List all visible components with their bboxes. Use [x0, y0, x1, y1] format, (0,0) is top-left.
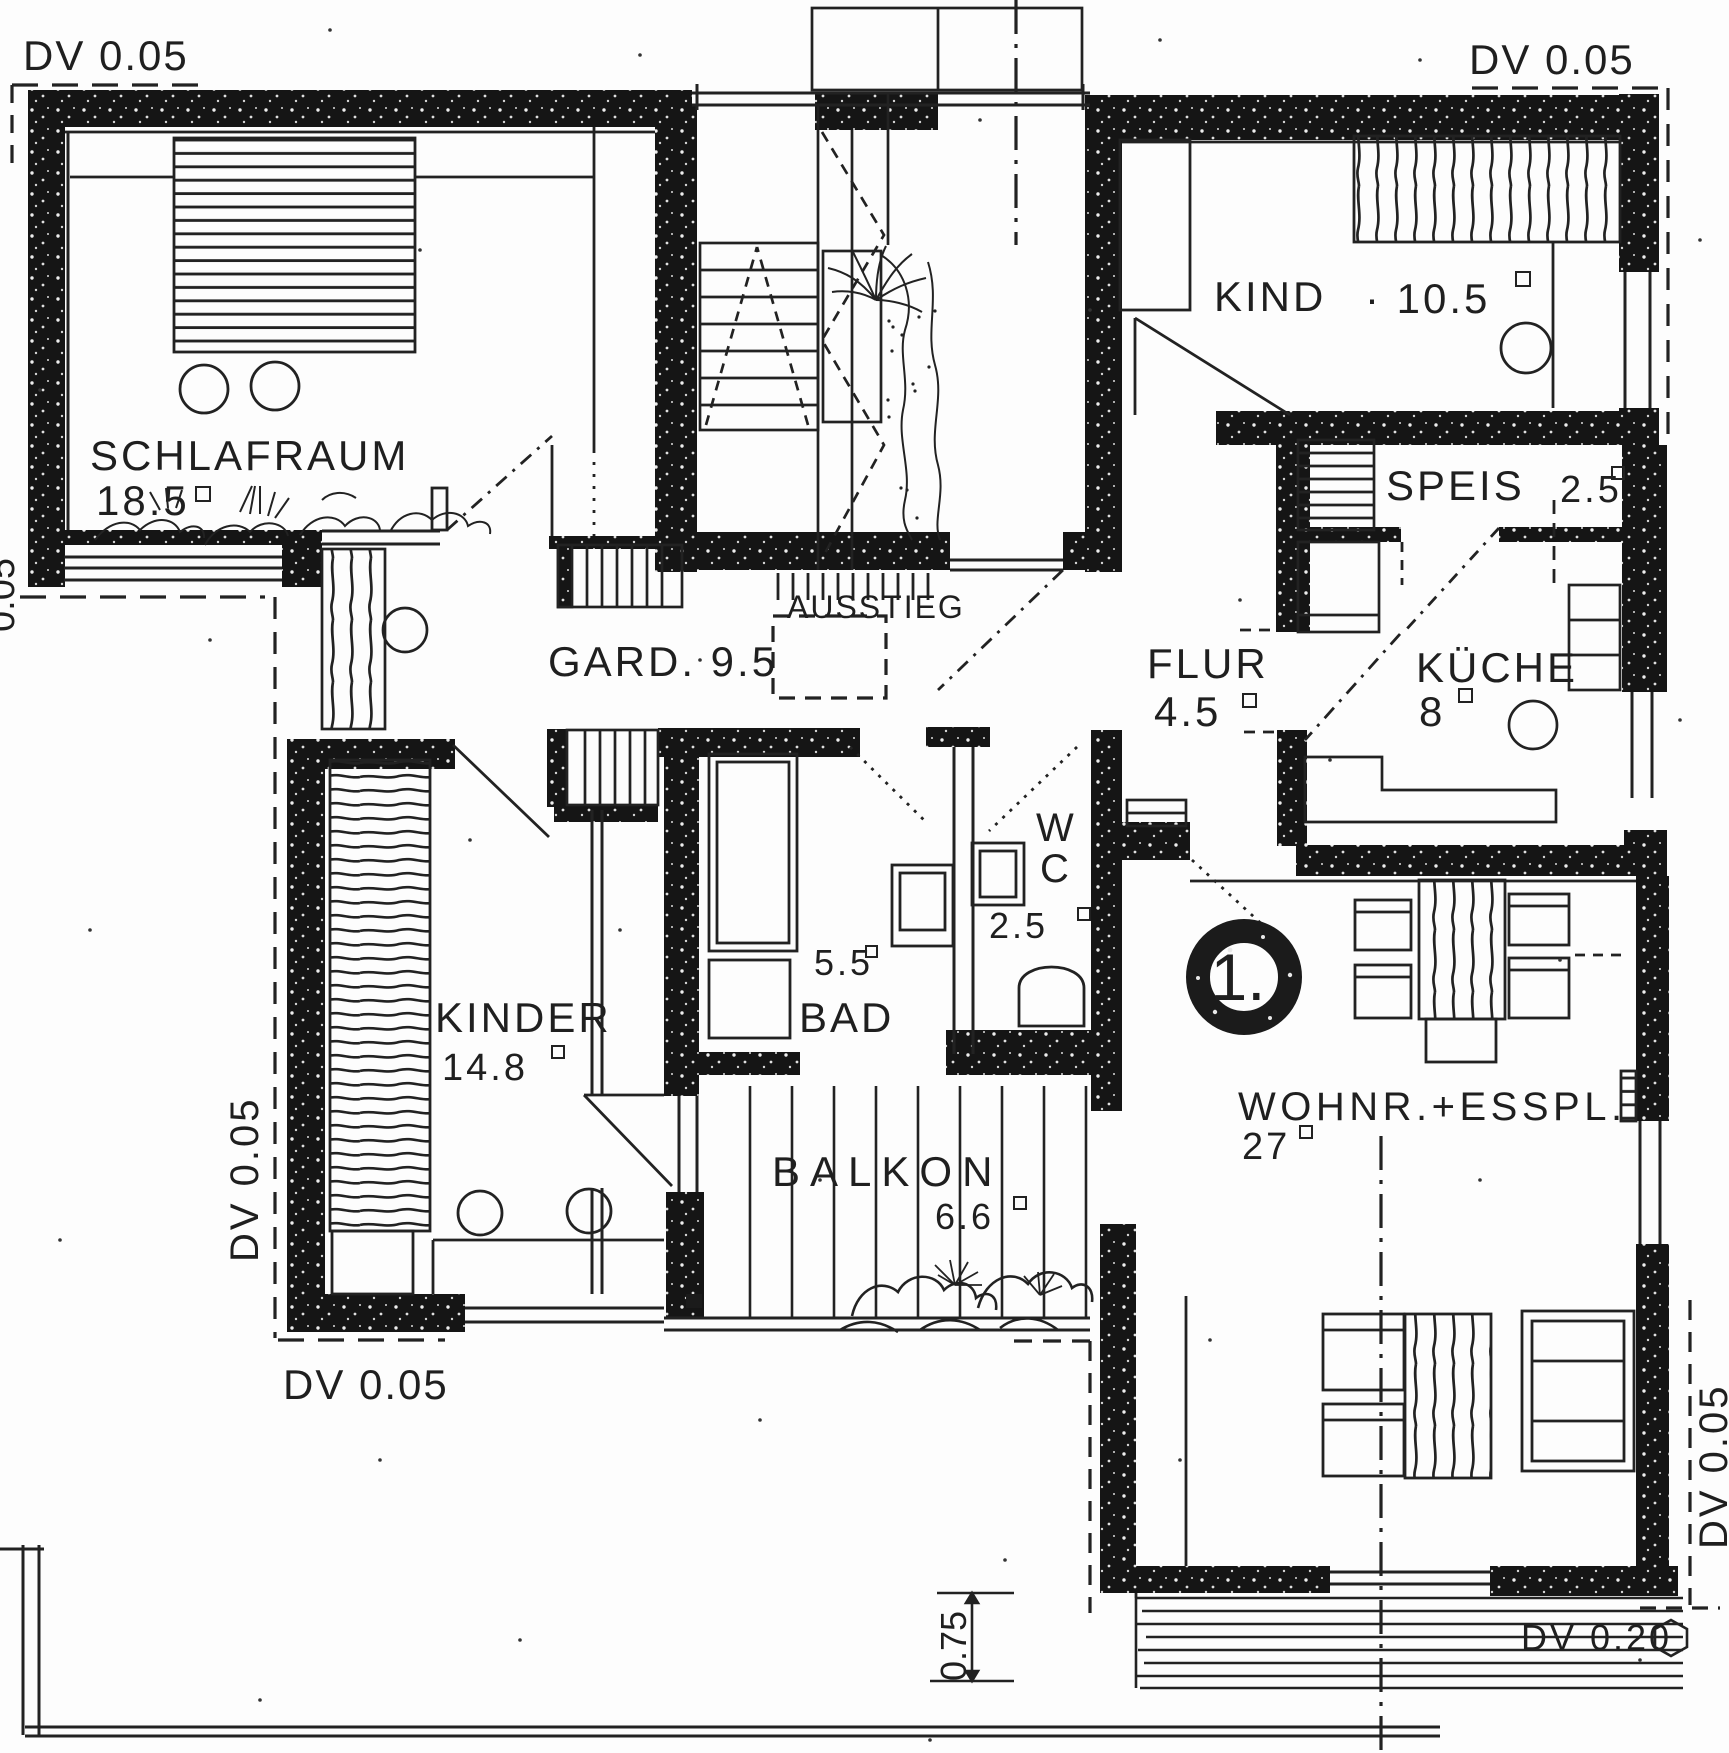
svg-text:1.: 1. — [1210, 940, 1265, 1014]
svg-text:BALKON: BALKON — [772, 1148, 1002, 1195]
svg-text:FLUR: FLUR — [1147, 640, 1269, 687]
svg-text:GARD. 9.5: GARD. 9.5 — [548, 638, 778, 685]
svg-text:BAD: BAD — [799, 994, 894, 1041]
svg-text:AUSSTIEG: AUSSTIEG — [787, 589, 965, 625]
svg-text:DV 0.05: DV 0.05 — [1469, 36, 1635, 83]
svg-text:0.75: 0.75 — [933, 1611, 974, 1681]
svg-text:KIND: KIND — [1214, 273, 1326, 320]
svg-text:DV 0.05: DV 0.05 — [1692, 1383, 1729, 1549]
svg-text:DV 0.05: DV 0.05 — [23, 32, 189, 79]
svg-text:DV 0.05: DV 0.05 — [223, 1096, 267, 1262]
svg-text:· 10.5: · 10.5 — [1365, 275, 1490, 322]
svg-text:DV 0.20: DV 0.20 — [1521, 1617, 1672, 1658]
svg-text:4.5: 4.5 — [1154, 688, 1221, 735]
svg-text:5.5: 5.5 — [814, 942, 873, 983]
svg-text:6.6: 6.6 — [935, 1196, 994, 1237]
svg-text:WOHNR.+ESSPL.: WOHNR.+ESSPL. — [1238, 1085, 1627, 1129]
svg-text:KINDER: KINDER — [435, 994, 612, 1041]
svg-text:8: 8 — [1419, 688, 1445, 735]
svg-text:18.5: 18.5 — [96, 477, 190, 524]
svg-text:0.05: 0.05 — [0, 558, 23, 632]
svg-text:C: C — [1040, 847, 1072, 891]
svg-text:SCHLAFRAUM: SCHLAFRAUM — [90, 432, 409, 479]
svg-text:2.5: 2.5 — [1560, 469, 1622, 511]
svg-text:14.8: 14.8 — [442, 1047, 528, 1089]
svg-text:SPEIS: SPEIS — [1386, 462, 1525, 509]
svg-text:DV 0.05: DV 0.05 — [283, 1361, 449, 1408]
svg-text:2.5: 2.5 — [989, 905, 1048, 946]
svg-text:27: 27 — [1242, 1126, 1290, 1168]
svg-text:KÜCHE: KÜCHE — [1416, 644, 1578, 691]
svg-text:W: W — [1036, 806, 1077, 850]
